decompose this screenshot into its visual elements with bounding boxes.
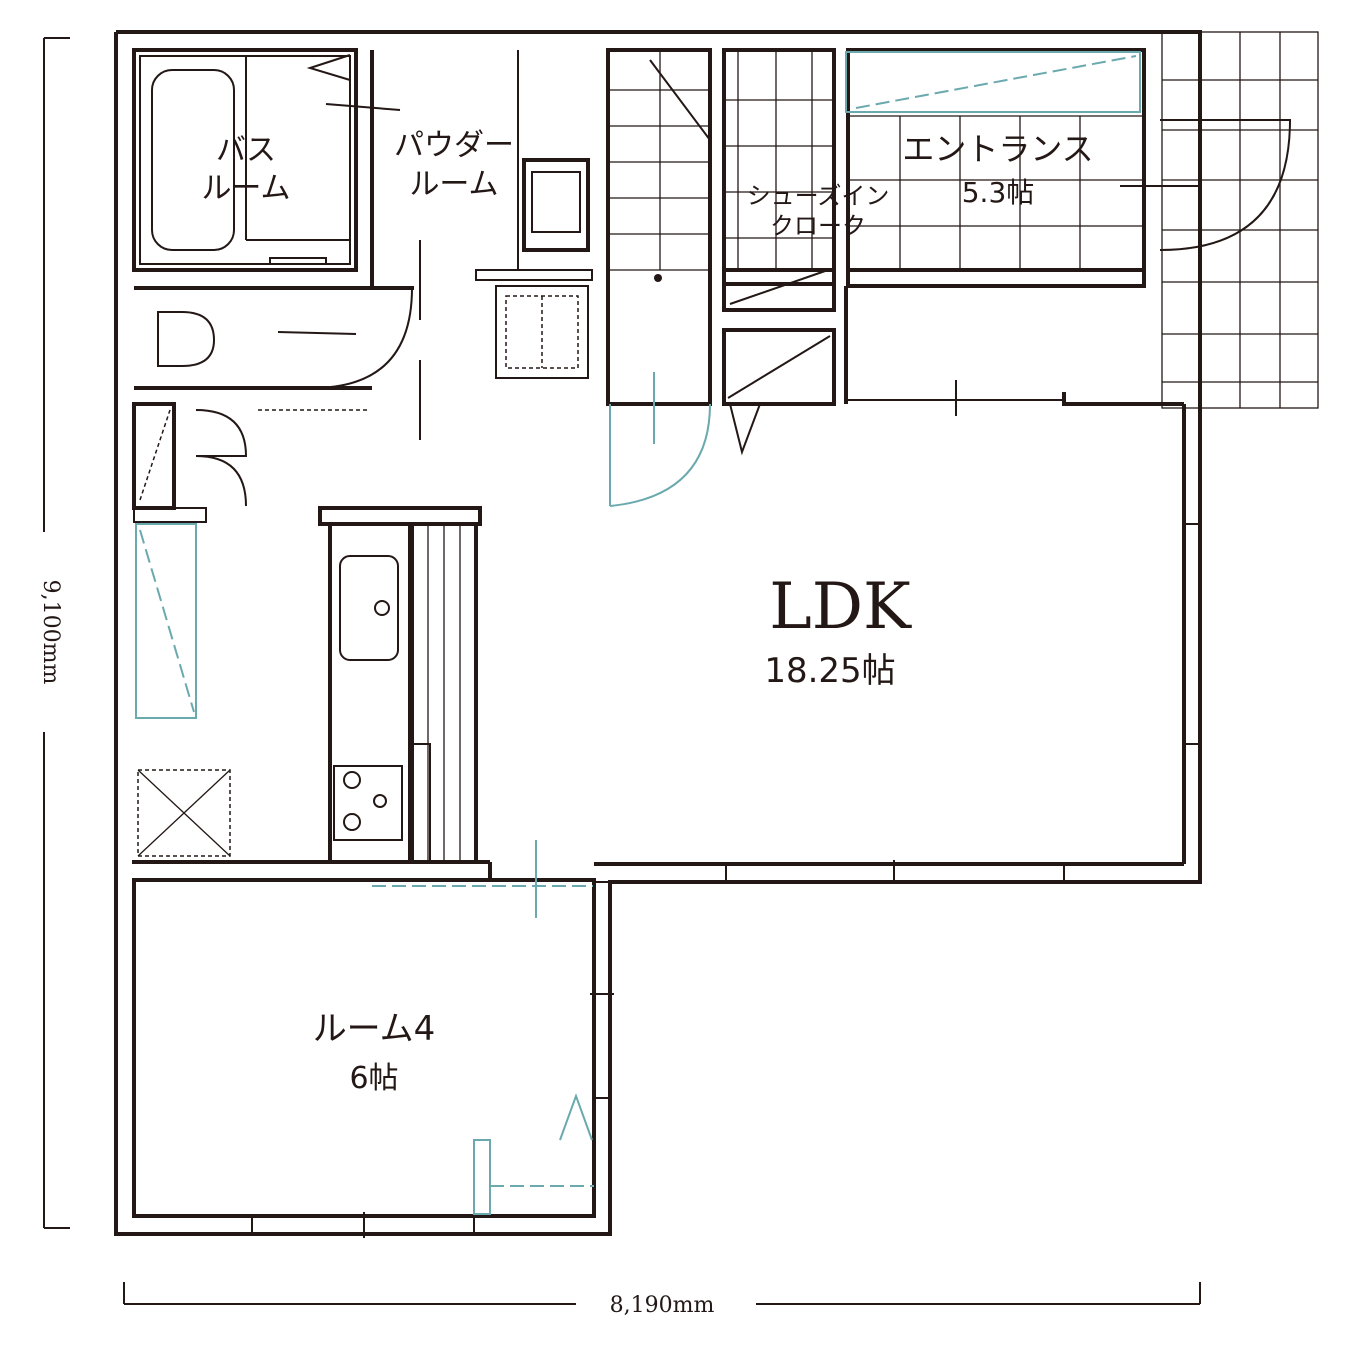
height-dimension-label: 9,100mm xyxy=(38,580,63,685)
kitchen xyxy=(132,506,492,882)
bath-room-label-2: ルーム xyxy=(201,171,290,206)
powder-room-label-2: ルーム xyxy=(409,167,498,202)
ldk-area: 18.25帖 xyxy=(764,651,895,691)
window-room4-east xyxy=(593,881,611,1099)
shoe-cabinet-icon xyxy=(845,51,1141,113)
toilet-room xyxy=(134,286,414,411)
powder-room-label-1: パウダー xyxy=(394,128,514,163)
stove-icon xyxy=(333,765,403,841)
outer-walls xyxy=(114,30,1202,1236)
width-dimension: 8,190mm xyxy=(123,1282,1201,1318)
shoe-closet-label-1: シューズイン xyxy=(747,182,890,210)
storage xyxy=(132,402,248,857)
entrance: エントランス 5.3帖 xyxy=(845,48,1292,288)
bathtub-icon xyxy=(151,69,235,251)
pantry-shelf-icon xyxy=(135,523,197,719)
ldk-label: LDK xyxy=(769,570,912,644)
sink-icon xyxy=(339,555,399,661)
floor-storage-icon xyxy=(137,769,231,857)
width-dimension-label: 8,190mm xyxy=(610,1293,715,1318)
washbasin-icon xyxy=(522,158,590,252)
window-east xyxy=(1183,523,1201,745)
ldk: LDK 18.25帖 xyxy=(594,284,1201,884)
room4-area: 6帖 xyxy=(349,1061,398,1096)
entrance-area: 5.3帖 xyxy=(962,176,1035,209)
room4-label: ルーム4 xyxy=(313,1009,436,1049)
bath-room: バス ルーム xyxy=(132,48,401,272)
height-dimension: 9,100mm xyxy=(38,37,70,1229)
entrance-label: エントランス xyxy=(902,130,1093,168)
toilet-icon xyxy=(157,311,216,367)
shoe-closet: シューズイン クローク xyxy=(722,48,890,456)
bath-room-label-1: バス xyxy=(216,133,276,168)
washing-machine-icon xyxy=(495,285,589,379)
stairs xyxy=(606,48,712,507)
room-4: ルーム4 6帖 xyxy=(132,840,614,1238)
porch xyxy=(1161,31,1319,409)
powder-room: パウダー ルーム xyxy=(370,50,593,440)
